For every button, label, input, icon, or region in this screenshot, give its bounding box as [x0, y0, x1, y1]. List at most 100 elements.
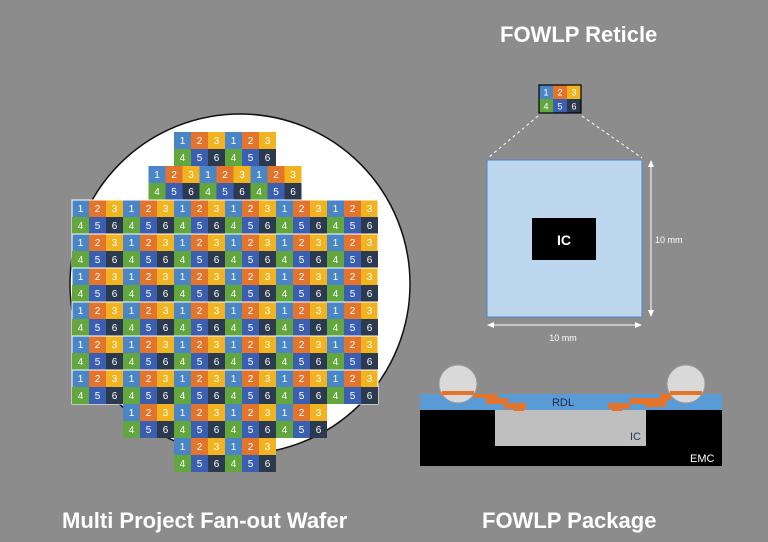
wafer-die-cell-label: 4	[78, 289, 84, 300]
wafer-die-cell: 1	[72, 336, 89, 353]
wafer-die-cell-fill	[310, 370, 327, 387]
wafer-die-cell-label: 3	[214, 442, 220, 453]
wafer-die-cell-label: 5	[197, 221, 203, 232]
wafer-die-cell-fill	[225, 251, 242, 268]
wafer-die-cell-label: 3	[367, 340, 373, 351]
wafer-die-cell: 5	[140, 285, 157, 302]
wafer-die-cell: 1	[174, 404, 191, 421]
wafer-die-cell-label: 2	[248, 442, 254, 453]
wafer-die-cell-label: 4	[231, 391, 237, 402]
wafer-die-cell: 4	[225, 251, 242, 268]
wafer-die-cell-fill	[191, 285, 208, 302]
wafer-die-cell-fill	[174, 353, 191, 370]
wafer-die-cell: 5	[140, 387, 157, 404]
wafer-die-cell: 1	[174, 370, 191, 387]
wafer-die-cell-label: 6	[265, 221, 271, 232]
wafer-die-cell-label: 3	[112, 340, 118, 351]
wafer-die-cell-fill	[344, 387, 361, 404]
wafer-die-cell: 6	[157, 421, 174, 438]
wafer-die-cell-label: 6	[316, 255, 322, 266]
wafer-die-cell-label: 2	[95, 374, 101, 385]
wafer-die-cell-fill	[174, 438, 191, 455]
wafer-die-cell: 2	[242, 404, 259, 421]
wafer-die-cell: 6	[208, 217, 225, 234]
reticle-tile-outline	[538, 84, 582, 114]
wafer-die-cell: 3	[361, 234, 378, 251]
wafer-die-cell: 1	[225, 200, 242, 217]
reticle-cell-label: 3	[571, 88, 576, 98]
wafer-die-cell-label: 6	[163, 221, 169, 232]
wafer-die-cell-label: 4	[78, 391, 84, 402]
wafer-die-cell-fill	[310, 336, 327, 353]
wafer-die-cell-fill	[242, 421, 259, 438]
wafer-die-cell: 1	[123, 200, 140, 217]
wafer-die-cell: 4	[225, 455, 242, 472]
wafer-die-cell-label: 3	[163, 408, 169, 419]
trace-1	[474, 394, 508, 404]
wafer-die-cell: 4	[72, 387, 89, 404]
wafer-die-cell: 3	[259, 370, 276, 387]
wafer-die-cell-fill	[140, 200, 157, 217]
wafer-die-cell-fill	[208, 200, 225, 217]
wafer-die-cell-label: 2	[171, 170, 177, 181]
wafer-die-cell-label: 2	[197, 340, 203, 351]
wafer-die-cell-label: 4	[129, 323, 135, 334]
wafer-die-cell-label: 1	[154, 170, 160, 181]
wafer-die-cell-label: 1	[282, 340, 288, 351]
wafer-die-cell-label: 5	[95, 357, 101, 368]
wafer-die-cell-label: 5	[95, 391, 101, 402]
wafer-die-cell-label: 5	[299, 323, 305, 334]
wafer-die-cell: 2	[89, 268, 106, 285]
wafer-die-cell: 1	[225, 234, 242, 251]
wafer-die-cell: 5	[89, 217, 106, 234]
wafer-die-cell: 3	[106, 302, 123, 319]
wafer-die-cell-label: 5	[146, 289, 152, 300]
wafer-die-cell: 1	[123, 370, 140, 387]
wafer-die-cell: 6	[361, 387, 378, 404]
wafer-die-cell-label: 3	[112, 204, 118, 215]
wafer-die-cell-fill	[293, 421, 310, 438]
wafer-die-cell-label: 6	[214, 289, 220, 300]
wafer-die-cell-fill	[216, 166, 234, 183]
wafer-die-cell-fill	[242, 200, 259, 217]
wafer-die-cell: 5	[242, 285, 259, 302]
wafer-die-cell: 3	[157, 200, 174, 217]
wafer-die-cell-fill	[276, 387, 293, 404]
wafer-die-cell-label: 4	[333, 323, 339, 334]
wafer-die-cell: 3	[208, 438, 225, 455]
wafer-die-cell: 4	[276, 319, 293, 336]
wafer-die-cell-label: 2	[146, 374, 152, 385]
wafer-die-cell-label: 6	[316, 391, 322, 402]
wafer-die-cell: 4	[225, 217, 242, 234]
wafer-die-cell-fill	[72, 387, 89, 404]
reticle-cell: 1	[539, 85, 553, 99]
wafer-die-cell-label: 5	[146, 391, 152, 402]
wafer-die-cell-fill	[174, 149, 191, 166]
wafer-die-cell-fill	[259, 421, 276, 438]
wafer-die-cell: 2	[216, 166, 234, 183]
wafer-die-cell-label: 6	[112, 221, 118, 232]
wafer-die-cell-label: 5	[248, 425, 254, 436]
wafer-die-cell-label: 2	[248, 408, 254, 419]
wafer-die-cell: 2	[344, 370, 361, 387]
wafer-die-cell-fill	[123, 234, 140, 251]
wafer-die-cell-fill	[310, 421, 327, 438]
wafer-die-cell: 2	[242, 234, 259, 251]
wafer-die-cell: 5	[344, 217, 361, 234]
wafer-die-cell-label: 5	[350, 255, 356, 266]
wafer-die-cell-label: 6	[367, 255, 373, 266]
wafer-die-cell-fill	[140, 285, 157, 302]
wafer-die-cell-label: 5	[299, 221, 305, 232]
wafer-die-cell-fill	[344, 319, 361, 336]
wafer-die-cell: 1	[327, 302, 344, 319]
wafer-die-cell-label: 4	[282, 255, 288, 266]
wafer-die-cell-label: 1	[282, 204, 288, 215]
wafer-die-cell-label: 2	[299, 408, 305, 419]
wafer-die-cell-label: 6	[214, 221, 220, 232]
wafer-die-cell-fill	[293, 251, 310, 268]
wafer-die-cell: 3	[284, 166, 302, 183]
wafer-die-cell-fill	[72, 302, 89, 319]
wafer-die-cell: 4	[174, 353, 191, 370]
wafer-die-cell: 5	[242, 319, 259, 336]
wafer-die-cell-fill	[259, 234, 276, 251]
